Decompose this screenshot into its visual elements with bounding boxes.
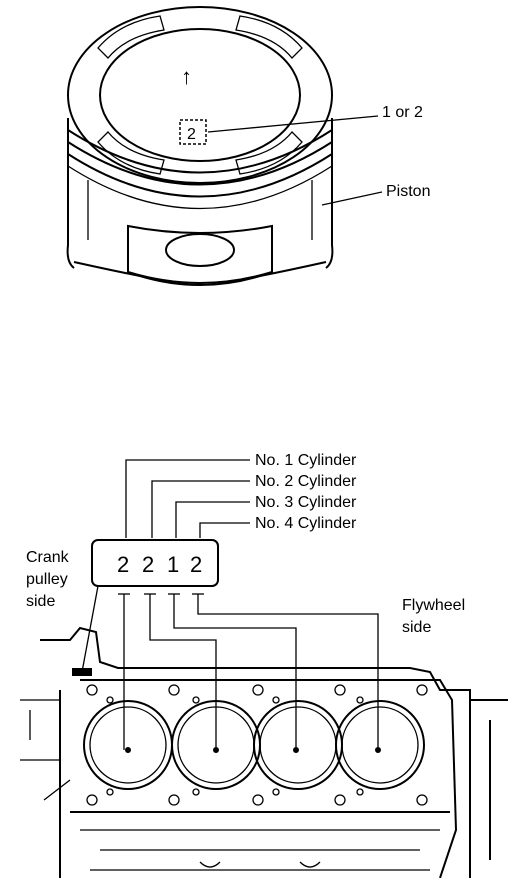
flywheel-label-line2: side xyxy=(402,619,431,636)
engine-block-illustration xyxy=(20,626,508,878)
stamp-digit-1: 2 xyxy=(117,552,129,577)
stamp-digit-4: 2 xyxy=(190,552,202,577)
stamp-digit-2: 2 xyxy=(142,552,154,577)
stamp-box xyxy=(91,539,219,587)
piston-mark-box xyxy=(179,119,207,145)
piston-illustration xyxy=(66,6,334,286)
piston-label: Piston xyxy=(386,183,430,200)
mark-leader-line xyxy=(207,115,379,133)
stamp-digit-3: 1 xyxy=(167,552,179,577)
direction-arrow-icon: ↑ xyxy=(181,64,192,89)
piston-leader-line xyxy=(321,191,383,206)
mark-label: 1 or 2 xyxy=(382,104,423,121)
crank-label-line3: side xyxy=(26,593,55,610)
crank-label-line2: pulley xyxy=(26,571,68,588)
flywheel-label-line1: Flywheel xyxy=(402,597,465,614)
cylinder-label-2: No. 2 Cylinder xyxy=(255,473,357,490)
cylinder-label-1: No. 1 Cylinder xyxy=(255,452,357,469)
cylinder-leaders xyxy=(125,459,250,538)
piston-mark-digit: 2 xyxy=(187,126,196,143)
crank-mark-block xyxy=(72,668,92,676)
cylinder-label-3: No. 3 Cylinder xyxy=(255,494,357,511)
bore-leaders xyxy=(81,585,379,750)
crank-label-line1: Crank xyxy=(26,549,70,566)
cylinder-label-4: No. 4 Cylinder xyxy=(255,515,357,532)
